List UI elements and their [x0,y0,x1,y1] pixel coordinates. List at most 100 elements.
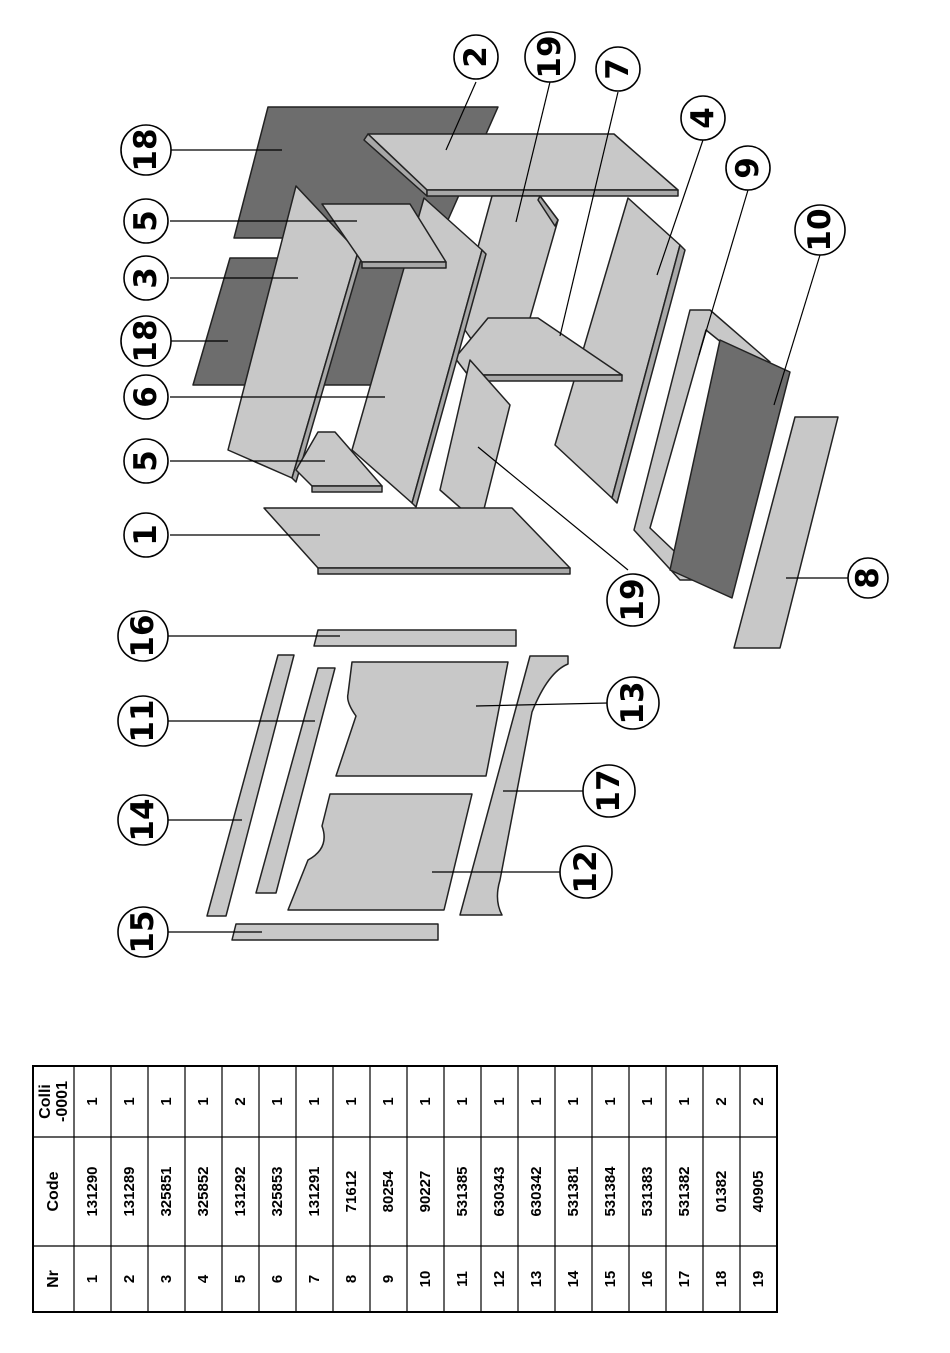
table-cell-colli: 1 [417,1097,434,1105]
table-cell-colli: 1 [84,1097,101,1105]
callout-2-label: 2 [458,46,494,68]
callout-8-label: 8 [850,567,886,589]
callout-9-label: 9 [730,157,766,179]
callout-5-bottom-label: 5 [128,450,164,472]
table-cell-nr: 1 [84,1275,101,1283]
parts-table: NrCodeColli-0001113129012131289133258511… [33,1066,777,1312]
table-cell-code: 630343 [491,1166,508,1216]
table-cell-nr: 14 [565,1270,582,1287]
table-cell-colli: 1 [565,1097,582,1105]
table-cell-nr: 13 [528,1271,545,1288]
callout-19-top: 19 [525,32,575,82]
table-cell-code: 131290 [84,1166,101,1216]
table-cell-nr: 16 [639,1271,656,1288]
table-cell-colli: 1 [676,1097,693,1105]
table-cell-code: 90227 [417,1171,434,1213]
part-16-rail [314,630,516,646]
part-13-panel [336,662,508,776]
callout-19-top-label: 19 [532,35,568,78]
table-cell-colli: 1 [380,1097,397,1105]
callout-10-label: 10 [802,208,838,251]
callout-5-bottom: 5 [124,439,168,483]
table-cell-colli: 1 [343,1097,360,1105]
part-12-panel [288,794,472,910]
callout-18-bottom-label: 18 [128,319,164,362]
table-cell-code: 131292 [232,1166,249,1216]
table-cell-code: 531384 [602,1166,619,1217]
callout-15: 15 [118,907,168,957]
table-cell-nr: 12 [491,1271,508,1288]
table-cell-colli: 1 [158,1097,175,1105]
table-cell-nr: 2 [121,1275,138,1283]
callout-6-label: 6 [128,386,164,408]
table-cell-colli: 2 [713,1097,730,1105]
table-cell-nr: 4 [195,1274,212,1283]
callout-14: 14 [118,795,168,845]
callout-13: 13 [607,677,659,729]
table-cell-code: 40905 [750,1171,767,1213]
callout-11: 11 [118,696,168,746]
callout-1: 1 [124,513,168,557]
callout-14-label: 14 [125,798,161,841]
table-cell-nr: 7 [306,1275,323,1283]
table-cell-nr: 15 [602,1271,619,1288]
table-header-nr: Nr [45,1270,62,1288]
callout-9: 9 [726,146,770,190]
table-cell-colli: 1 [306,1097,323,1105]
table-header-code: Code [45,1171,62,1211]
part-1-bottom-panel [264,508,570,568]
part-15-rail [232,924,438,940]
table-cell-colli: 1 [269,1097,286,1105]
callout-3-label: 3 [128,267,164,289]
table-cell-code: 325852 [195,1166,212,1216]
table-cell-nr: 18 [713,1271,730,1288]
table-cell-colli: 2 [750,1097,767,1105]
callout-7-label: 7 [600,58,636,80]
table-cell-code: 630342 [528,1166,545,1216]
table-cell-nr: 3 [158,1275,175,1283]
callout-5-top-label: 5 [128,210,164,232]
table-cell-code: 531382 [676,1166,693,1216]
table-cell-code: 531383 [639,1166,656,1216]
callout-13-label: 13 [615,681,651,724]
table-cell-colli: 1 [195,1097,212,1105]
table-cell-nr: 11 [454,1271,471,1287]
table-cell-code: 131289 [121,1166,138,1216]
table-cell-nr: 10 [417,1271,434,1288]
table-cell-nr: 9 [380,1275,397,1283]
callout-16: 16 [118,611,168,661]
table-cell-code: 531385 [454,1166,471,1216]
callout-8: 8 [848,558,888,598]
table-header-colli: Colli [37,1084,54,1119]
table-cell-colli: 1 [454,1097,471,1105]
table-cell-colli: 1 [528,1097,545,1105]
table-cell-colli: 1 [491,1097,508,1105]
callout-18-bottom: 18 [121,316,171,366]
table-cell-nr: 6 [269,1275,286,1283]
callout-12-label: 12 [568,850,604,893]
table-cell-nr: 19 [750,1271,767,1288]
table-cell-code: 325853 [269,1166,286,1216]
callout-18-top: 18 [121,125,171,175]
callout-12: 12 [560,846,612,898]
callout-10: 10 [795,205,845,255]
callout-4-label: 4 [685,107,721,129]
callout-6: 6 [124,375,168,419]
table-cell-code: 531381 [565,1166,582,1216]
callout-18-top-label: 18 [128,128,164,171]
table-cell-nr: 5 [232,1275,249,1283]
callout-2: 2 [454,35,498,79]
callout-5-top: 5 [124,199,168,243]
callout-7: 7 [596,47,640,91]
callout-1-label: 1 [128,524,164,546]
table-cell-colli: 1 [639,1097,656,1105]
table-cell-code: 131291 [306,1166,323,1216]
callout-17: 17 [583,765,635,817]
callout-19-bottom: 19 [607,574,659,626]
base-parts [207,630,568,940]
table-cell-code: 325851 [158,1166,175,1216]
table-cell-nr: 17 [676,1271,693,1288]
callout-11-label: 11 [125,699,161,742]
table-cell-colli: 1 [602,1097,619,1105]
